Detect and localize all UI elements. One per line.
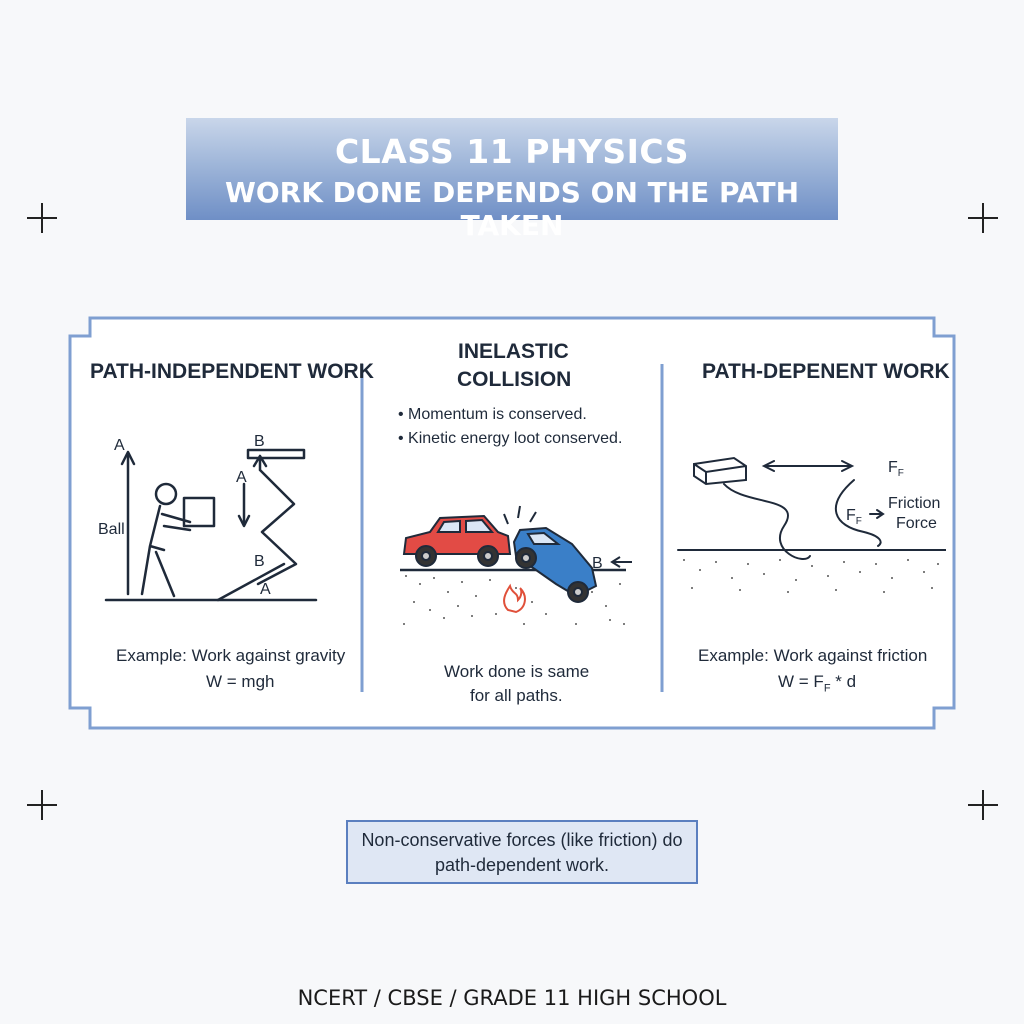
friction-arrow-head <box>876 509 885 519</box>
carried-box <box>182 496 216 528</box>
label-force: Force <box>896 515 937 532</box>
wavy-path-1 <box>723 483 811 561</box>
force-arrow-head <box>610 556 621 568</box>
friction-texture <box>683 559 939 593</box>
fire-icon <box>503 583 526 614</box>
impact-marks <box>503 505 537 525</box>
footer-text: NCERT / CBSE / GRADE 11 HIGH SCHOOL <box>297 986 727 1010</box>
header-subtitle: WORK DONE DEPENDS ON THE PATH TAKEN <box>224 176 800 242</box>
red-car <box>402 514 512 567</box>
down-arrow-head <box>237 514 251 528</box>
height-arrow-head <box>120 450 136 466</box>
sliding-block <box>693 456 747 486</box>
wavy-path-2 <box>834 479 882 547</box>
registration-mark-top-right <box>968 203 998 233</box>
middle-panel-note-line1: Work done is same <box>444 662 590 681</box>
label-friction: Friction <box>888 495 940 512</box>
main-panel: PATH-INDEPENDENT WORK A Ball B A B <box>68 316 956 730</box>
callout-line1: Non-conservative forces (like friction) … <box>361 830 683 850</box>
left-panel-formula: W = mgh <box>206 672 275 691</box>
bullet-momentum: Momentum is conserved. <box>398 406 622 424</box>
collision-illustration: B <box>400 505 632 625</box>
panel-frame <box>68 316 956 730</box>
gravity-illustration: A Ball B A B A <box>98 433 318 602</box>
gravel-texture <box>403 575 625 625</box>
formula-rest: * d <box>830 672 857 691</box>
header-title: CLASS 11 PHYSICS <box>334 132 690 171</box>
left-panel-title: PATH-INDEPENDENT WORK <box>90 360 374 383</box>
bullet-kinetic-energy: Kinetic energy loot conserved. <box>398 430 622 448</box>
person-head <box>154 482 178 506</box>
formula-w-f: W = F <box>778 672 824 691</box>
middle-panel-title-line1: INELASTIC <box>458 340 569 363</box>
label-ball: Ball <box>98 521 125 538</box>
friction-illustration: FF FF Friction Force <box>677 456 946 593</box>
left-panel-example: Example: Work against gravity <box>116 646 346 665</box>
label-b: B <box>592 555 603 572</box>
double-arrow-head-left <box>761 460 775 472</box>
label-b-top: B <box>254 433 265 450</box>
registration-mark-bottom-left <box>27 790 57 820</box>
collision-bullets: Momentum is conserved. Kinetic energy lo… <box>398 406 622 454</box>
middle-panel-title-line2: COLLISION <box>457 368 572 391</box>
double-arrow-head-right <box>841 460 855 472</box>
label-b-low: B <box>254 553 265 570</box>
callout-box: Non-conservative forces (like friction) … <box>346 820 698 884</box>
callout-line2: path-dependent work. <box>434 855 610 875</box>
label-a-top: A <box>114 437 125 454</box>
registration-mark-bottom-right <box>968 790 998 820</box>
label-a-mid: A <box>236 469 247 486</box>
zigzag-path <box>252 454 298 586</box>
panel-frame-outline <box>68 316 956 730</box>
label-ff-top: FF <box>888 459 904 479</box>
label-ff-mid: FF <box>846 507 862 527</box>
registration-mark-top-left <box>27 203 57 233</box>
middle-panel-note-line2: for all paths. <box>470 686 563 705</box>
formula-sub: F <box>823 682 831 695</box>
right-panel-example: Example: Work against friction <box>698 646 928 665</box>
header-banner: CLASS 11 PHYSICS WORK DONE DEPENDS ON TH… <box>186 118 838 242</box>
ramp-line <box>216 562 286 602</box>
right-panel-formula: W = FF * d <box>778 672 856 694</box>
right-panel-title: PATH-DEPENENT WORK <box>702 360 950 383</box>
person-body <box>140 504 192 598</box>
top-platform <box>246 448 306 460</box>
label-a-low: A <box>260 581 271 598</box>
blue-car <box>512 526 598 603</box>
